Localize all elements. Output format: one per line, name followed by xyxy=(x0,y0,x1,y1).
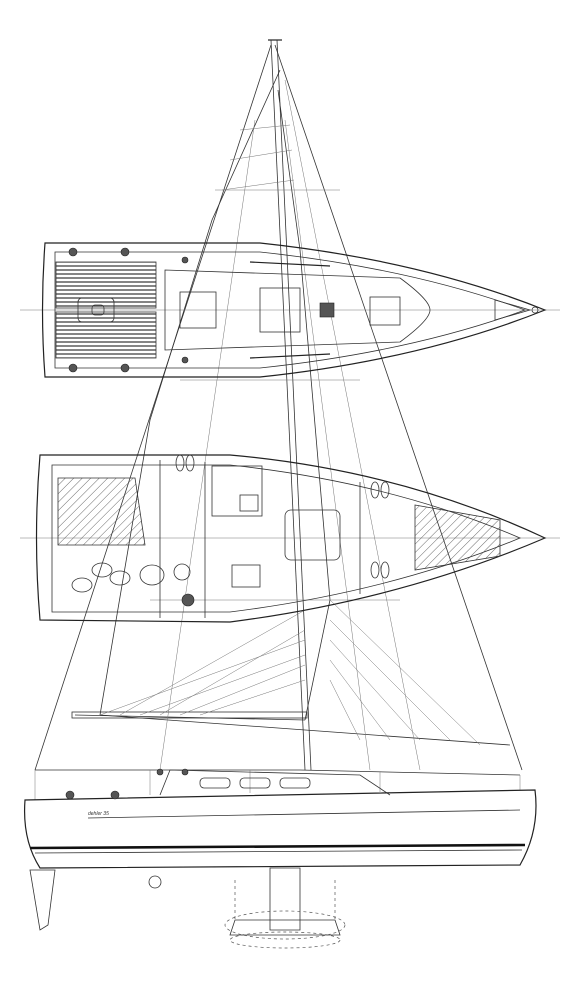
fender-icon xyxy=(109,570,131,586)
porthole xyxy=(199,777,231,789)
bow-fitting xyxy=(494,299,532,321)
keel-bulb xyxy=(229,919,341,936)
jib-foot xyxy=(99,714,511,746)
coachroof xyxy=(164,269,431,351)
shroud-2 xyxy=(284,119,371,771)
keel-deep-outline xyxy=(224,910,346,940)
main-leech xyxy=(277,89,331,721)
wheel-icon xyxy=(91,304,105,316)
genoa-track-port xyxy=(249,261,331,267)
accommodation-plan xyxy=(35,454,547,623)
fender-icon xyxy=(91,562,113,578)
porthole xyxy=(239,777,271,789)
forestay xyxy=(274,44,523,771)
footprint-icon xyxy=(370,561,380,579)
chart-table xyxy=(231,564,261,588)
boot-stripe-thin xyxy=(34,849,523,854)
companionway xyxy=(179,291,217,329)
forehatch xyxy=(369,296,401,326)
winch-icon xyxy=(110,790,120,800)
footprint-icon xyxy=(370,481,380,499)
hatch-main xyxy=(259,287,301,333)
winch-icon xyxy=(120,363,130,373)
winch-icon xyxy=(120,247,130,257)
sheer-stripe xyxy=(87,809,521,819)
wheel-hatch xyxy=(77,297,115,323)
propeller-icon xyxy=(148,875,162,889)
mast-aft-edge xyxy=(276,39,312,771)
accom-outline xyxy=(35,454,547,623)
boom-body xyxy=(71,711,308,719)
hull-name: dehler 35 xyxy=(88,811,109,817)
deck-outline xyxy=(41,242,547,378)
shower-drain-icon xyxy=(173,563,191,581)
winch-icon xyxy=(181,256,189,264)
wheel-icon xyxy=(181,593,195,607)
saloon-table xyxy=(284,509,341,561)
shroud-3 xyxy=(159,119,256,771)
deck-inner-outline xyxy=(54,251,527,369)
toilet-icon xyxy=(139,564,165,586)
shroud-1 xyxy=(284,79,421,771)
coachroof-profile xyxy=(159,769,391,796)
mast-step xyxy=(319,302,335,318)
bow-roller-icon xyxy=(531,306,539,314)
winch-icon xyxy=(68,247,78,257)
sail-panels xyxy=(99,124,481,746)
mast xyxy=(270,39,306,771)
backstay xyxy=(34,44,272,771)
winch-icon xyxy=(156,768,164,776)
galley xyxy=(211,465,263,517)
footprint-icon xyxy=(380,561,390,579)
aft-berth xyxy=(57,477,146,546)
porthole xyxy=(279,777,311,789)
deck-plan xyxy=(41,242,547,378)
cockpit-seat-starboard xyxy=(55,311,157,359)
footprint-icon xyxy=(185,454,195,472)
winch-icon xyxy=(181,356,189,364)
winch-icon xyxy=(68,363,78,373)
winch-icon xyxy=(181,768,189,776)
fore-berth xyxy=(414,504,501,571)
jib-leech xyxy=(99,69,281,716)
footprint-icon xyxy=(175,454,185,472)
sink xyxy=(239,494,259,512)
accom-inner-outline xyxy=(51,464,522,613)
boot-stripe xyxy=(29,843,526,850)
fender-icon xyxy=(71,577,93,593)
cockpit-seat-port xyxy=(55,261,157,309)
keel-fin xyxy=(269,867,301,931)
sail-plan xyxy=(20,39,560,771)
boom xyxy=(74,714,306,721)
footprint-icon xyxy=(380,481,390,499)
hull xyxy=(23,789,537,869)
rudder xyxy=(29,869,56,931)
winch-icon xyxy=(65,790,75,800)
keel-bulb-outline xyxy=(229,931,341,949)
genoa-track-starboard xyxy=(249,353,331,359)
lifeline xyxy=(35,769,521,776)
hull-profile: dehler 35 xyxy=(23,768,537,949)
